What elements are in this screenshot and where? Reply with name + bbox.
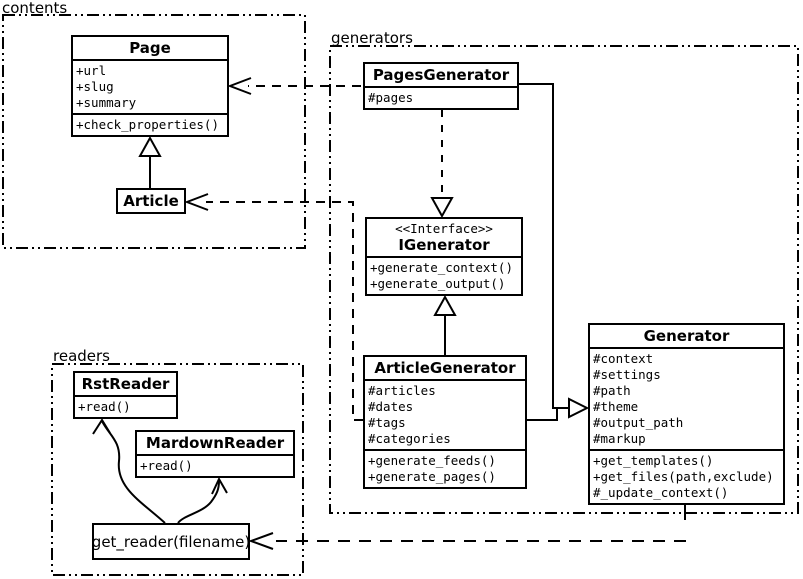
class-box-rstreader: RstReader +read() bbox=[73, 371, 178, 419]
generalization-articlegenerator-to-igenerator bbox=[433, 294, 457, 355]
member-line: #theme bbox=[593, 399, 639, 414]
class-box-articlegenerator: ArticleGenerator #articles#dates#tags#ca… bbox=[363, 355, 527, 489]
class-name-rstreader: RstReader bbox=[75, 373, 176, 397]
member-line: #categories bbox=[368, 431, 451, 446]
attributes-pagesgenerator: #pages bbox=[365, 88, 517, 108]
class-box-mardownreader: MardownReader +read() bbox=[135, 430, 295, 478]
methods-rstreader: +read() bbox=[75, 397, 176, 417]
member-line: +read() bbox=[78, 399, 131, 414]
member-line: #articles bbox=[368, 383, 436, 398]
class-name-igenerator: <<Interface>> IGenerator bbox=[367, 219, 521, 258]
class-box-article: Article bbox=[116, 188, 186, 214]
package-generators-border bbox=[329, 45, 799, 514]
class-box-generator: Generator #context#settings#path#theme#o… bbox=[588, 323, 785, 505]
attributes-page: +url+slug+summary bbox=[73, 61, 227, 113]
package-label-contents: contents bbox=[2, 0, 68, 17]
dependency-articlegenerator-to-article bbox=[184, 193, 363, 421]
class-box-pagesgenerator: PagesGenerator #pages bbox=[363, 62, 519, 110]
member-line: #markup bbox=[593, 431, 646, 446]
member-line: #context bbox=[593, 351, 654, 366]
class-box-igenerator: <<Interface>> IGenerator +generate_conte… bbox=[365, 217, 523, 296]
methods-page: +check_properties() bbox=[73, 113, 227, 135]
arrow-getreader-to-mardownreader bbox=[177, 476, 228, 524]
function-box-getreader: get_reader(filename) bbox=[92, 523, 250, 560]
dependency-pagesgenerator-to-page bbox=[227, 77, 361, 95]
methods-igenerator: +generate_context()+generate_output() bbox=[367, 258, 521, 294]
function-label-getreader: get_reader(filename) bbox=[91, 532, 251, 551]
methods-mardownreader: +read() bbox=[137, 456, 293, 476]
member-line: #pages bbox=[368, 90, 414, 105]
member-line: +summary bbox=[76, 95, 137, 110]
member-line: #dates bbox=[368, 399, 414, 414]
class-name-pagesgenerator: PagesGenerator bbox=[365, 64, 517, 88]
methods-generator: +get_templates()+get_files(path,exclude)… bbox=[590, 449, 783, 503]
class-name-generator: Generator bbox=[590, 325, 783, 349]
generalization-article-to-page bbox=[138, 135, 162, 188]
class-name-page: Page bbox=[73, 37, 227, 61]
member-line: +get_files(path,exclude) bbox=[593, 469, 774, 484]
member-line: #output_path bbox=[593, 415, 684, 430]
member-line: #tags bbox=[368, 415, 406, 430]
member-line: +url bbox=[76, 63, 107, 78]
member-line: +check_properties() bbox=[76, 117, 219, 132]
class-name-mardownreader: MardownReader bbox=[137, 432, 293, 456]
class-name-article: Article bbox=[123, 192, 179, 210]
member-line: +generate_feeds() bbox=[368, 453, 496, 468]
stereotype-igenerator: <<Interface>> bbox=[395, 221, 493, 236]
member-line: +generate_context() bbox=[370, 260, 513, 275]
realization-pagesgenerator-to-igenerator bbox=[430, 110, 454, 219]
package-label-generators: generators bbox=[331, 29, 413, 47]
class-name-articlegenerator: ArticleGenerator bbox=[365, 357, 525, 381]
attributes-generator: #context#settings#path#theme#output_path… bbox=[590, 349, 783, 449]
class-box-page: Page +url+slug+summary +check_properties… bbox=[71, 35, 229, 137]
member-line: +get_templates() bbox=[593, 453, 714, 468]
member-line: #settings bbox=[593, 367, 661, 382]
member-line: +generate_output() bbox=[370, 276, 506, 291]
package-contents-border bbox=[2, 14, 306, 249]
member-line: +slug bbox=[76, 79, 114, 94]
generalization-generators-to-generator bbox=[519, 83, 590, 421]
member-line: #path bbox=[593, 383, 631, 398]
attributes-articlegenerator: #articles#dates#tags#categories bbox=[365, 381, 525, 449]
methods-articlegenerator: +generate_feeds()+generate_pages() bbox=[365, 449, 525, 487]
member-line: +generate_pages() bbox=[368, 469, 496, 484]
member-line: #_update_context() bbox=[593, 485, 729, 500]
member-line: +read() bbox=[140, 458, 193, 473]
arrow-getreader-to-rstreader bbox=[92, 418, 166, 524]
class-name-igenerator-text: IGenerator bbox=[398, 236, 490, 254]
package-label-readers: readers bbox=[53, 347, 110, 365]
